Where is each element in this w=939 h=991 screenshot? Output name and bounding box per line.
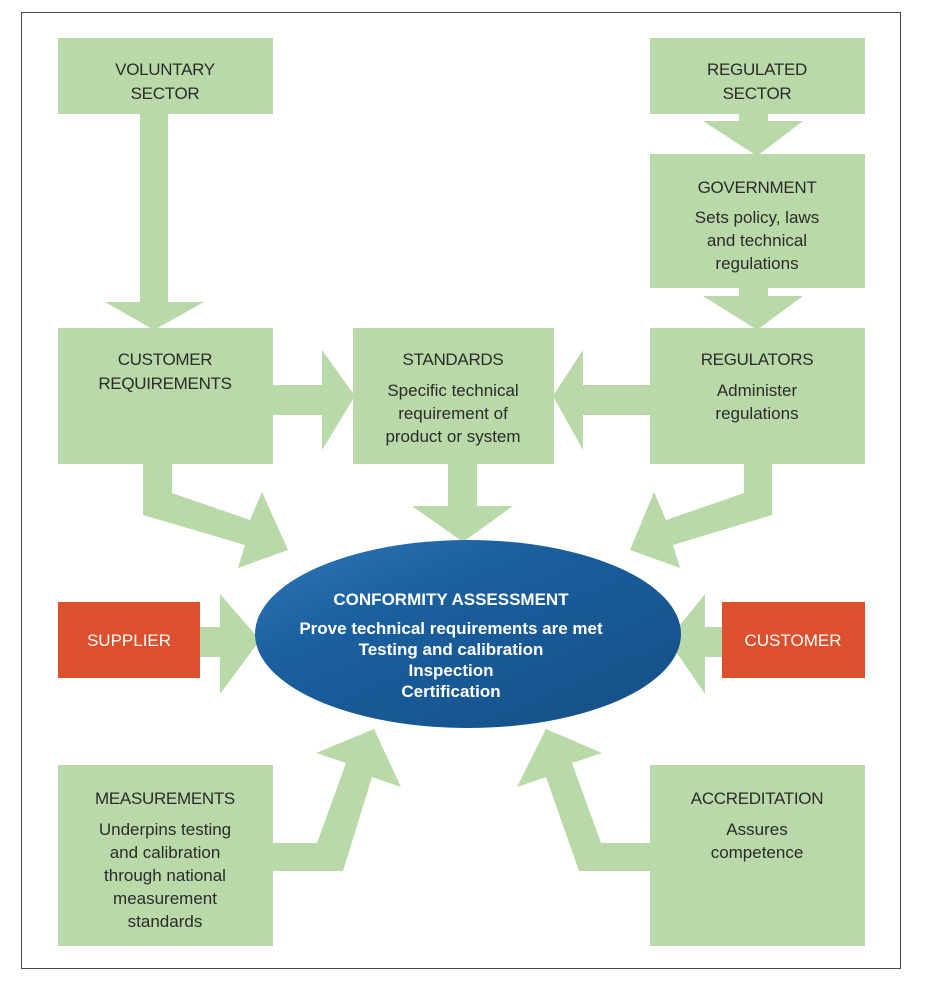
measurements-body: standards — [128, 912, 203, 931]
measurements-box — [58, 765, 273, 946]
node-measurements: MEASUREMENTS Underpins testing and calib… — [58, 765, 273, 946]
ca-line: Testing and calibration — [359, 640, 544, 659]
diagram-frame — [21, 12, 901, 969]
standards-box — [353, 328, 554, 464]
arrow-customer-requirements-to-standards — [273, 350, 355, 450]
arrow-standards-to-ca — [412, 464, 513, 542]
arrow-customer-to-ca — [668, 594, 722, 694]
node-regulated-sector: REGULATED SECTOR — [650, 38, 865, 114]
node-accreditation: ACCREDITATION Assures competence — [650, 765, 865, 946]
node-customer: CUSTOMER — [722, 602, 865, 678]
voluntary-sector-title: SECTOR — [131, 84, 200, 103]
arrow-accreditation-to-ca — [517, 729, 650, 871]
voluntary-sector-title: VOLUNTARY — [115, 60, 215, 79]
regulators-box — [650, 328, 865, 464]
measurements-body: and calibration — [110, 843, 221, 862]
node-standards: STANDARDS Specific technical requirement… — [353, 328, 554, 464]
customer-requirements-box — [58, 328, 273, 464]
arrow-regulated-to-government — [703, 114, 803, 156]
arrow-government-to-regulators — [703, 288, 803, 330]
regulators-title: REGULATORS — [701, 350, 814, 369]
arrow-supplier-to-ca — [200, 594, 260, 694]
customer-requirements-title: REQUIREMENTS — [98, 374, 231, 393]
arrow-measurements-to-ca — [273, 729, 401, 871]
government-body: regulations — [715, 254, 798, 273]
measurements-body: measurement — [113, 889, 217, 908]
accreditation-body: Assures — [726, 820, 787, 839]
government-box — [650, 154, 865, 288]
supplier-box — [58, 602, 200, 678]
arrows — [105, 114, 803, 871]
ca-line: Certification — [401, 682, 500, 701]
regulators-body: regulations — [715, 404, 798, 423]
measurements-title: MEASUREMENTS — [95, 789, 235, 808]
node-customer-requirements: CUSTOMER REQUIREMENTS — [58, 328, 273, 464]
standards-body: requirement of — [398, 404, 508, 423]
regulated-sector-title: REGULATED — [707, 60, 807, 79]
regulated-sector-title: SECTOR — [723, 84, 792, 103]
accreditation-box — [650, 765, 865, 946]
government-body: and technical — [707, 231, 807, 250]
node-regulators: REGULATORS Administer regulations — [650, 328, 865, 464]
node-supplier: SUPPLIER — [58, 602, 200, 678]
regulated-sector-box — [650, 38, 865, 114]
government-body: Sets policy, laws — [695, 208, 819, 227]
arrow-customer-requirements-to-ca — [143, 464, 288, 568]
customer-requirements-title: CUSTOMER — [118, 350, 213, 369]
ca-line: Prove technical requirements are met — [299, 619, 603, 638]
standards-title: STANDARDS — [403, 350, 504, 369]
conformity-assessment-ellipse — [255, 540, 681, 728]
arrow-regulators-to-ca — [630, 464, 772, 568]
ca-title: CONFORMITY ASSESSMENT — [333, 590, 569, 609]
government-title: GOVERNMENT — [698, 178, 817, 197]
standards-body: product or system — [385, 427, 520, 446]
standards-body: Specific technical — [387, 381, 518, 400]
arrow-voluntary-to-customer-requirements — [105, 114, 204, 330]
measurements-body: Underpins testing — [99, 820, 231, 839]
accreditation-body: competence — [711, 843, 804, 862]
arrow-regulators-to-standards — [553, 350, 650, 450]
supplier-label: SUPPLIER — [87, 631, 171, 650]
node-voluntary-sector: VOLUNTARY SECTOR — [58, 38, 273, 114]
node-government: GOVERNMENT Sets policy, laws and technic… — [650, 154, 865, 288]
voluntary-sector-box — [58, 38, 273, 114]
node-conformity-assessment: CONFORMITY ASSESSMENT Prove technical re… — [255, 540, 681, 728]
measurements-body: through national — [104, 866, 226, 885]
accreditation-title: ACCREDITATION — [691, 789, 823, 808]
customer-label: CUSTOMER — [745, 631, 842, 650]
regulators-body: Administer — [717, 381, 798, 400]
customer-box — [722, 602, 865, 678]
ca-line: Inspection — [408, 661, 493, 680]
